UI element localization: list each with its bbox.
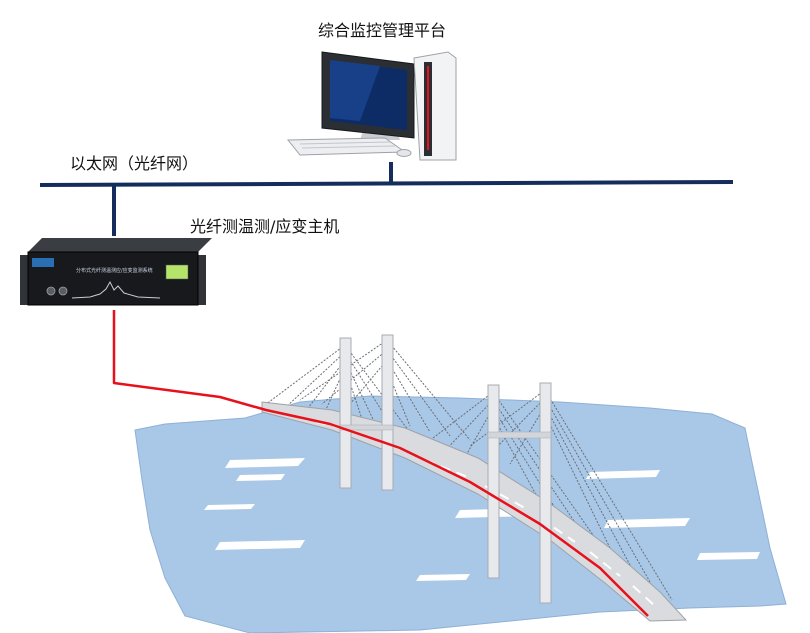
river	[134, 395, 787, 633]
computer-icon	[286, 51, 457, 161]
tower	[539, 382, 552, 604]
river-highlight	[416, 574, 470, 581]
bridge-towers	[339, 334, 552, 604]
network-bus-line	[39, 180, 734, 187]
fiber-optic-cable	[112, 310, 649, 617]
device-knob	[46, 286, 56, 296]
host-label: 光纤测温测/应变主机	[190, 217, 340, 236]
tower-crossbeam	[487, 431, 552, 439]
tower	[339, 337, 352, 489]
network-label: 以太网（光纤网）	[70, 154, 199, 173]
river-highlight	[586, 470, 660, 479]
river-highlight	[697, 552, 760, 560]
rack-ear-left	[20, 255, 28, 305]
device-panel-text: 分布式光纤测温测应/应变监测系统	[76, 267, 153, 274]
river-highlight	[236, 474, 285, 481]
device-waveform	[71, 280, 161, 299]
rack-host-device: 分布式光纤测温测应/应变监测系统	[20, 238, 212, 306]
ethernet-network	[39, 162, 734, 236]
river-highlight	[604, 518, 690, 528]
river-highlight	[204, 504, 255, 510]
river-highlight	[225, 458, 305, 468]
platform-label: 综合监控管理平台	[318, 21, 447, 40]
device-knob	[58, 286, 68, 296]
device-lcd	[165, 264, 189, 280]
tower	[487, 384, 500, 579]
river-highlight	[215, 540, 305, 550]
deck-top	[261, 401, 688, 622]
device-logo	[32, 258, 54, 267]
rack-ear-right	[198, 255, 206, 305]
tower	[381, 334, 394, 491]
